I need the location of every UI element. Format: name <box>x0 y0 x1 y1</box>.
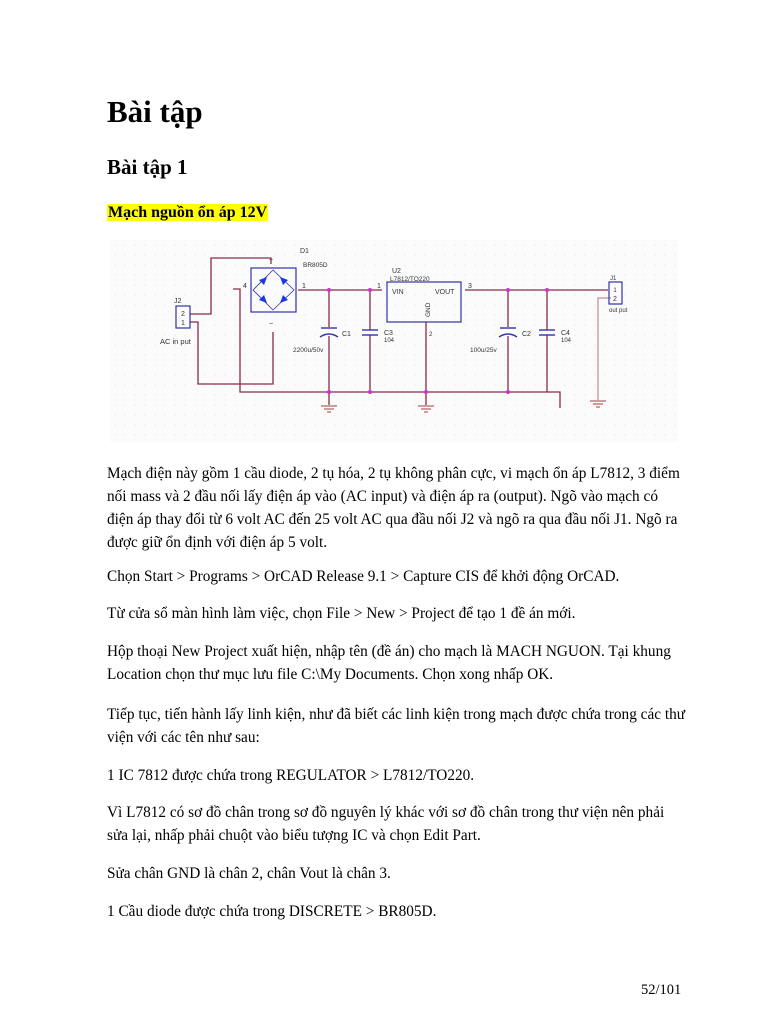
paragraph-circuit-description: Mạch điện này gồm 1 cầu diode, 2 tụ hóa,… <box>107 465 680 551</box>
d1-pin-ac-bottom: ~ <box>269 321 273 328</box>
section-title: Bài tập 1 <box>107 155 188 179</box>
paragraph-edit-part: Vì L7812 có sơ đồ chân trong sơ đồ nguyê… <box>107 804 665 844</box>
paragraph-ic-7812: 1 IC 7812 được chứa trong REGULATOR > L7… <box>107 767 475 784</box>
u2-vin: VIN <box>392 289 404 296</box>
j1-pin-1: 1 <box>613 288 617 294</box>
j1-label: out put <box>609 308 628 314</box>
page-number: 52/101 <box>641 982 682 998</box>
u2-pin-1: 1 <box>377 283 381 290</box>
paragraph-new-project: Từ cửa sổ màn hình làm việc, chọn File >… <box>107 605 576 622</box>
j2-label: AC in put <box>160 337 192 346</box>
c1-ref: C1 <box>342 331 351 338</box>
c4-value: 104 <box>561 338 572 344</box>
highlighted-heading: Mạch nguồn ổn áp 12V <box>107 202 269 224</box>
paragraph-diode-bridge: 1 Cầu diode được chứa trong DISCRETE > B… <box>107 903 437 920</box>
c3-value: 104 <box>384 338 395 344</box>
c4-ref: C4 <box>561 330 570 337</box>
paragraph-project-dialog: Hộp thoại New Project xuất hiện, nhập tê… <box>107 643 671 683</box>
j1-ref: J1 <box>610 276 617 282</box>
d1-pin-4: 4 <box>243 283 247 290</box>
j1-pin-2: 2 <box>613 296 617 303</box>
u2-gnd: GND <box>425 302 432 317</box>
c3-ref: C3 <box>384 330 393 337</box>
u2-ref: U2 <box>392 268 401 275</box>
u2-vout: VOUT <box>435 289 455 296</box>
paragraph-get-parts: Tiếp tục, tiến hành lấy linh kiện, như đ… <box>107 706 686 746</box>
c2-ref: C2 <box>522 331 531 338</box>
c2-value: 100u/25v <box>470 347 497 354</box>
page-title: Bài tập <box>107 94 203 129</box>
u2-pin-2: 2 <box>429 332 433 338</box>
d1-ref: D1 <box>300 248 309 255</box>
j2-pin-2: 2 <box>181 311 185 318</box>
c1-value: 2200u/50v <box>293 347 324 354</box>
u2-pin-3: 3 <box>468 283 472 290</box>
highlighted-heading-text: Mạch nguồn ổn áp 12V <box>107 204 269 221</box>
paragraph-pin-fix: Sửa chân GND là chân 2, chân Vout là châ… <box>107 865 391 882</box>
j2-ref: J2 <box>174 298 182 305</box>
u2-part: L7812/TO220 <box>390 276 430 283</box>
circuit-schematic: 2 1 J2 AC in put D1 BR805D 4 1 ~ ~ C1 22… <box>110 240 678 442</box>
j2-pin-1: 1 <box>181 320 185 327</box>
d1-pin-ac-top: ~ <box>269 257 273 264</box>
d1-pin-1: 1 <box>302 283 306 290</box>
d1-part: BR805D <box>303 262 328 269</box>
paragraph-start-orcad: Chọn Start > Programs > OrCAD Release 9.… <box>107 568 620 585</box>
